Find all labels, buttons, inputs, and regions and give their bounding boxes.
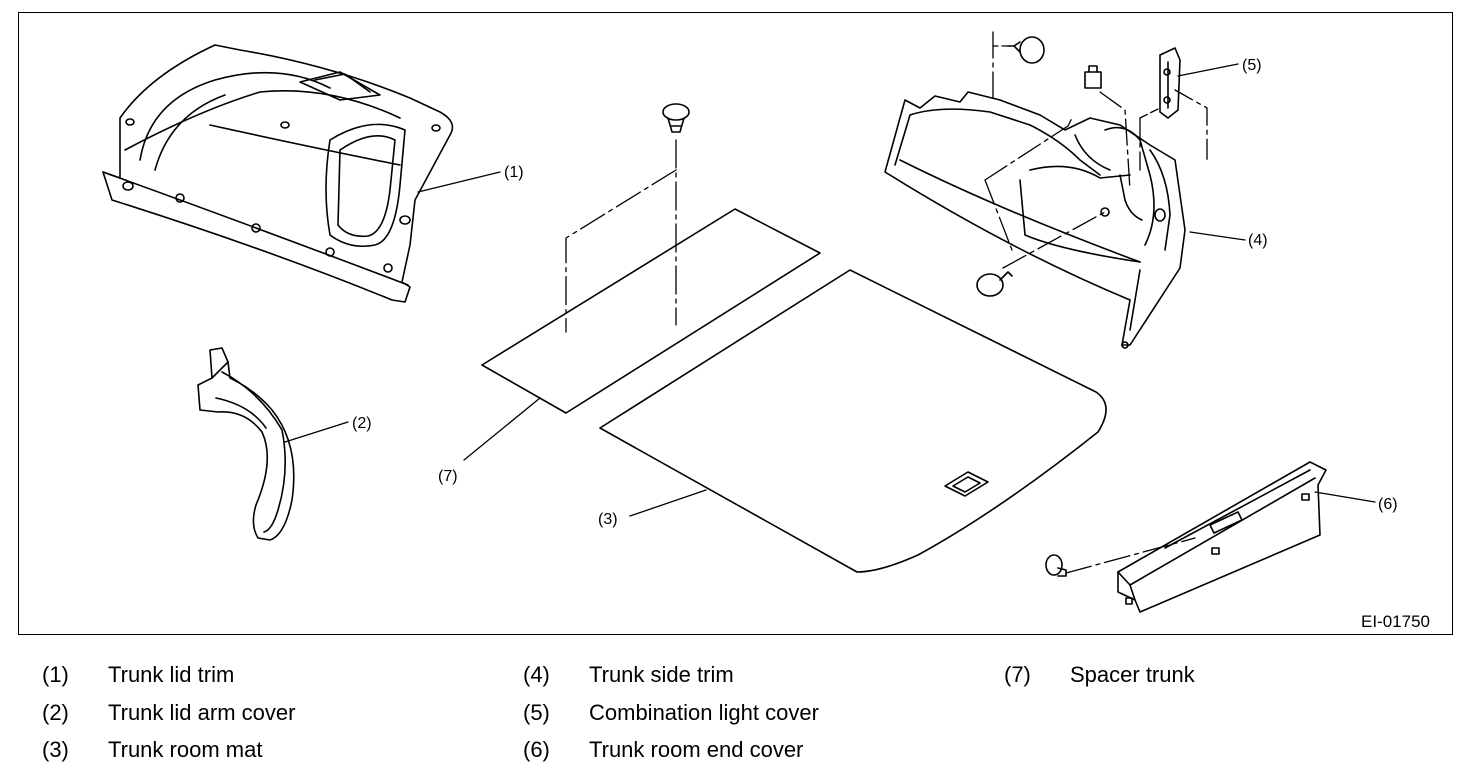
callout-5: (5) <box>1242 57 1262 74</box>
trunk-lid-arm-cover-part <box>197 347 295 541</box>
callout-7: (7) <box>438 468 458 485</box>
side-trim-clips-part <box>976 31 1131 297</box>
legend-number: (3) <box>42 737 69 762</box>
legend-label: Combination light cover <box>589 700 819 725</box>
legend-number: (2) <box>42 700 69 725</box>
trunk-side-trim-part <box>884 91 1186 349</box>
callout-1: (1) <box>504 164 524 181</box>
legend-number: (7) <box>1004 662 1031 687</box>
callout-4: (4) <box>1248 232 1268 249</box>
figure-id: EI-01750 <box>1361 612 1430 631</box>
exploded-parts-diagram: (1) (2) (3) (4) (5) (6) (7) EI-01750 <box>102 31 1430 631</box>
spacer-clip-part <box>565 103 690 333</box>
legend-label: Trunk lid arm cover <box>108 700 296 725</box>
legend-label: Trunk room end cover <box>589 737 804 762</box>
figure-frame <box>18 12 1453 635</box>
callout-2: (2) <box>352 415 372 432</box>
trunk-lid-trim-part <box>102 44 454 303</box>
spacer-trunk-part <box>481 208 821 414</box>
callout-6: (6) <box>1378 496 1398 513</box>
legend-number: (1) <box>42 662 69 687</box>
callout-3: (3) <box>598 511 618 528</box>
trunk-room-end-cover-part <box>1045 461 1327 613</box>
legend-number: (5) <box>523 700 550 725</box>
legend-label: Spacer trunk <box>1070 662 1195 687</box>
legend-number: (6) <box>523 737 550 762</box>
legend-label: Trunk room mat <box>108 737 263 762</box>
trunk-room-mat-part <box>599 269 1107 573</box>
combination-light-cover-part <box>1139 47 1208 171</box>
legend-label: Trunk side trim <box>589 662 734 687</box>
legend-label: Trunk lid trim <box>108 662 235 687</box>
callout-leaders <box>284 63 1376 517</box>
legend-number: (4) <box>523 662 550 687</box>
